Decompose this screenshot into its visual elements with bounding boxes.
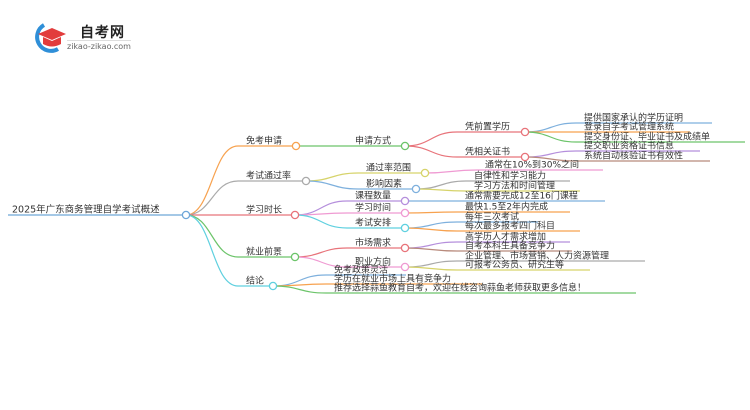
branch-edge: [415, 180, 467, 190]
leaf-node[interactable]: 高学历人才需求增加: [465, 231, 546, 243]
topic-node[interactable]: 申请方式: [355, 135, 391, 147]
collapse-toggle[interactable]: [420, 168, 430, 178]
branch-edge: [294, 214, 348, 229]
leaf-node[interactable]: 登录自学考试管理系统: [584, 121, 674, 133]
collapse-toggle[interactable]: [301, 176, 311, 186]
topic-node[interactable]: 学习时长: [246, 204, 282, 216]
branch-edge: [185, 180, 239, 216]
branch-edge: [404, 221, 458, 229]
branch-edge: [185, 214, 239, 287]
topic-node[interactable]: 免考申请: [246, 135, 282, 147]
leaf-node[interactable]: 企业管理、市场营销、人力资源管理: [465, 250, 609, 262]
collapse-toggle[interactable]: [268, 281, 278, 291]
leaf-node[interactable]: 可报考公务员、研究生等: [465, 259, 564, 271]
collapse-toggle[interactable]: [400, 196, 410, 206]
topic-node[interactable]: 凭前置学历: [465, 121, 510, 133]
collapse-toggle[interactable]: [290, 252, 300, 262]
root-topic[interactable]: 2025年广东商务管理自学考试概述: [12, 204, 160, 216]
branch-edge: [305, 172, 359, 182]
collapse-toggle[interactable]: [181, 210, 191, 220]
branch-edge: [524, 131, 577, 143]
topic-node[interactable]: 影响因素: [366, 178, 402, 190]
collapse-toggle[interactable]: [400, 243, 410, 253]
logo-domain: zikao-zikao.com: [67, 40, 131, 51]
collapse-toggle[interactable]: [400, 262, 410, 272]
topic-node[interactable]: 凭相关证书: [465, 146, 510, 158]
collapse-toggle[interactable]: [400, 141, 410, 151]
leaf-node[interactable]: 每年三次考试: [465, 211, 519, 223]
topic-node[interactable]: 学习时间: [355, 202, 391, 214]
branch-edge: [404, 145, 458, 158]
branch-edge: [404, 211, 458, 214]
topic-node[interactable]: 结论: [246, 275, 264, 287]
leaf-node[interactable]: 学历在就业市场上具有竞争力: [334, 273, 451, 285]
topic-node[interactable]: 考试通过率: [246, 170, 291, 182]
branch-edge: [404, 247, 458, 252]
topic-node[interactable]: 通过率范围: [366, 162, 411, 174]
leaf-node[interactable]: 自律性和学习能力: [474, 170, 546, 182]
topic-node[interactable]: 考试安排: [355, 217, 391, 229]
leaf-node[interactable]: 提交身份证、毕业证书及成绩单: [584, 131, 710, 143]
leaf-node[interactable]: 提供国家承认的学历证明: [584, 112, 683, 124]
branch-edge: [185, 214, 239, 258]
leaf-node[interactable]: 每次最多报考四门科目: [465, 220, 555, 232]
collapse-toggle[interactable]: [400, 208, 410, 218]
branch-edge: [185, 145, 239, 216]
leaf-node[interactable]: 学习方法和时间管理: [474, 180, 555, 192]
collapse-toggle[interactable]: [291, 141, 301, 151]
topic-node[interactable]: 职业方向: [355, 256, 391, 268]
leaf-node[interactable]: 最快1.5至2年内完成: [465, 201, 548, 213]
branch-edge: [305, 180, 359, 190]
collapse-toggle[interactable]: [411, 184, 421, 194]
collapse-toggle[interactable]: [400, 223, 410, 233]
collapse-toggle[interactable]: [290, 210, 300, 220]
leaf-node[interactable]: 提交职业资格证书信息: [584, 140, 674, 152]
leaf-node[interactable]: 推荐选择蒜鱼教育自考，欢迎在线咨询蒜鱼老师获取更多信息！: [334, 282, 586, 294]
branch-edge: [404, 260, 458, 268]
leaf-node[interactable]: 系统自动核验证书有效性: [584, 150, 683, 162]
branch-edge: [524, 156, 577, 162]
branch-edge: [272, 283, 327, 287]
branch-edge: [294, 247, 348, 258]
branch-edge: [415, 188, 467, 192]
collapse-toggle[interactable]: [520, 127, 530, 137]
branch-edge: [294, 256, 348, 268]
logo-title: 自考网: [80, 25, 125, 41]
branch-edge: [524, 150, 577, 158]
branch-edge: [524, 122, 577, 133]
branch-edge: [424, 169, 478, 174]
leaf-node[interactable]: 通常在10%到30%之间: [485, 159, 579, 171]
topic-node[interactable]: 市场需求: [355, 237, 391, 249]
collapse-toggle[interactable]: [520, 152, 530, 162]
branch-edge: [272, 285, 327, 294]
branch-edge: [404, 241, 458, 249]
branch-edge: [404, 131, 458, 147]
logo: 自考网 zikao-zikao.com: [30, 20, 170, 54]
topic-node[interactable]: 就业前景: [246, 246, 282, 258]
leaf-node[interactable]: 自考本科生具备竞争力: [465, 240, 555, 252]
branch-edge: [404, 266, 458, 271]
leaf-node[interactable]: 通常需要完成12至16门课程: [465, 190, 578, 202]
graduation-cap-icon: [35, 23, 66, 53]
branch-edge: [404, 227, 458, 232]
topic-node[interactable]: 课程数量: [355, 190, 391, 202]
leaf-node[interactable]: 免考政策灵活: [334, 264, 388, 276]
